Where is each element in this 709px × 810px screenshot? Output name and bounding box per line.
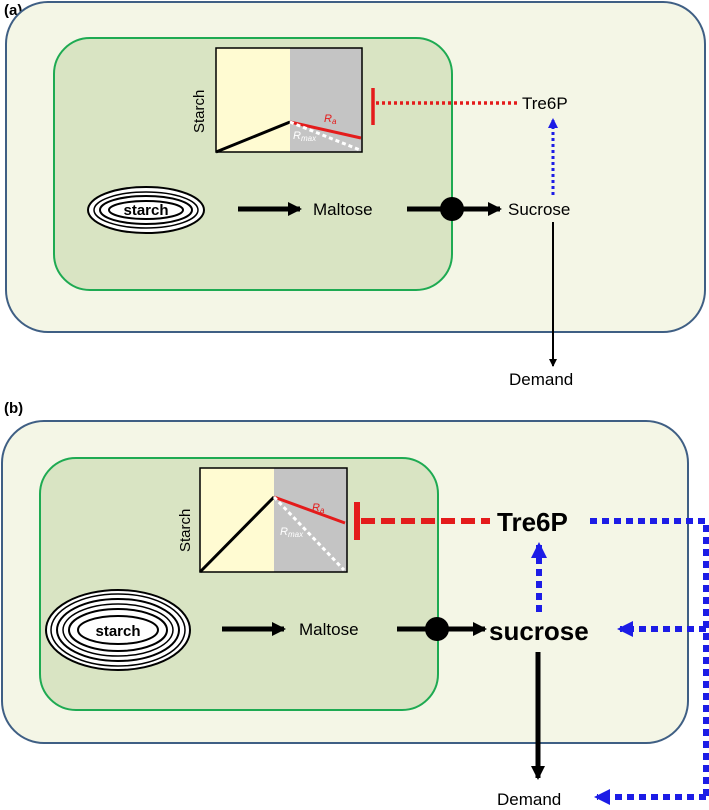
starch-granule-label-a: starch (123, 202, 168, 219)
starch-granule-label-b: starch (95, 623, 140, 640)
graph-accumulation-line-a (215, 120, 291, 154)
graph-frame-b (199, 467, 348, 573)
graph-ra-label-a: Ra (324, 113, 337, 126)
starch-graph-a: Ra Rmax Starch (191, 47, 363, 154)
graph-day-region-a (216, 48, 290, 152)
graph-day-region-b (200, 468, 274, 572)
graph-ra-line-a (289, 120, 362, 140)
starch-granule-a: starch (87, 186, 205, 234)
graph-ra-label-b: Ra (312, 502, 325, 515)
graph-frame-a (215, 47, 363, 153)
graph-rmax-label-a: Rmax (293, 130, 317, 143)
graph-rmax-label-b: Rmax (280, 526, 304, 539)
starch-granule-b: starch (45, 589, 191, 671)
tre6p-label-a: Tre6P (522, 94, 568, 113)
sucrose-label-a: Sucrose (508, 200, 570, 219)
graph-ra-line-b (273, 495, 346, 525)
demand-label-a: Demand (509, 370, 573, 389)
graph-ylabel-a: Starch (191, 90, 208, 133)
starch-graph-b: Ra Rmax Starch (177, 467, 348, 574)
demand-label-b: Demand (497, 790, 561, 809)
panel-b: (b) Ra Rmax Starch Tre6P starch (1, 400, 709, 809)
graph-rmax-line-b (272, 495, 346, 572)
transporter-a (440, 197, 464, 221)
panel-a: (a) Ra Rmax Starch Tre6P starch (4, 1, 706, 389)
maltose-label-a: Maltose (313, 200, 373, 219)
transporter-b (425, 617, 449, 641)
panel-b-label: (b) (4, 400, 23, 417)
maltose-label-b: Maltose (299, 620, 359, 639)
graph-accumulation-line-b (198, 495, 276, 574)
sucrose-label-b: sucrose (489, 616, 589, 646)
tre6p-label-b: Tre6P (497, 507, 568, 537)
graph-rmax-line-a (289, 120, 361, 152)
signal-tre6p-loop-b (590, 518, 709, 797)
graph-ylabel-b: Starch (177, 509, 194, 552)
